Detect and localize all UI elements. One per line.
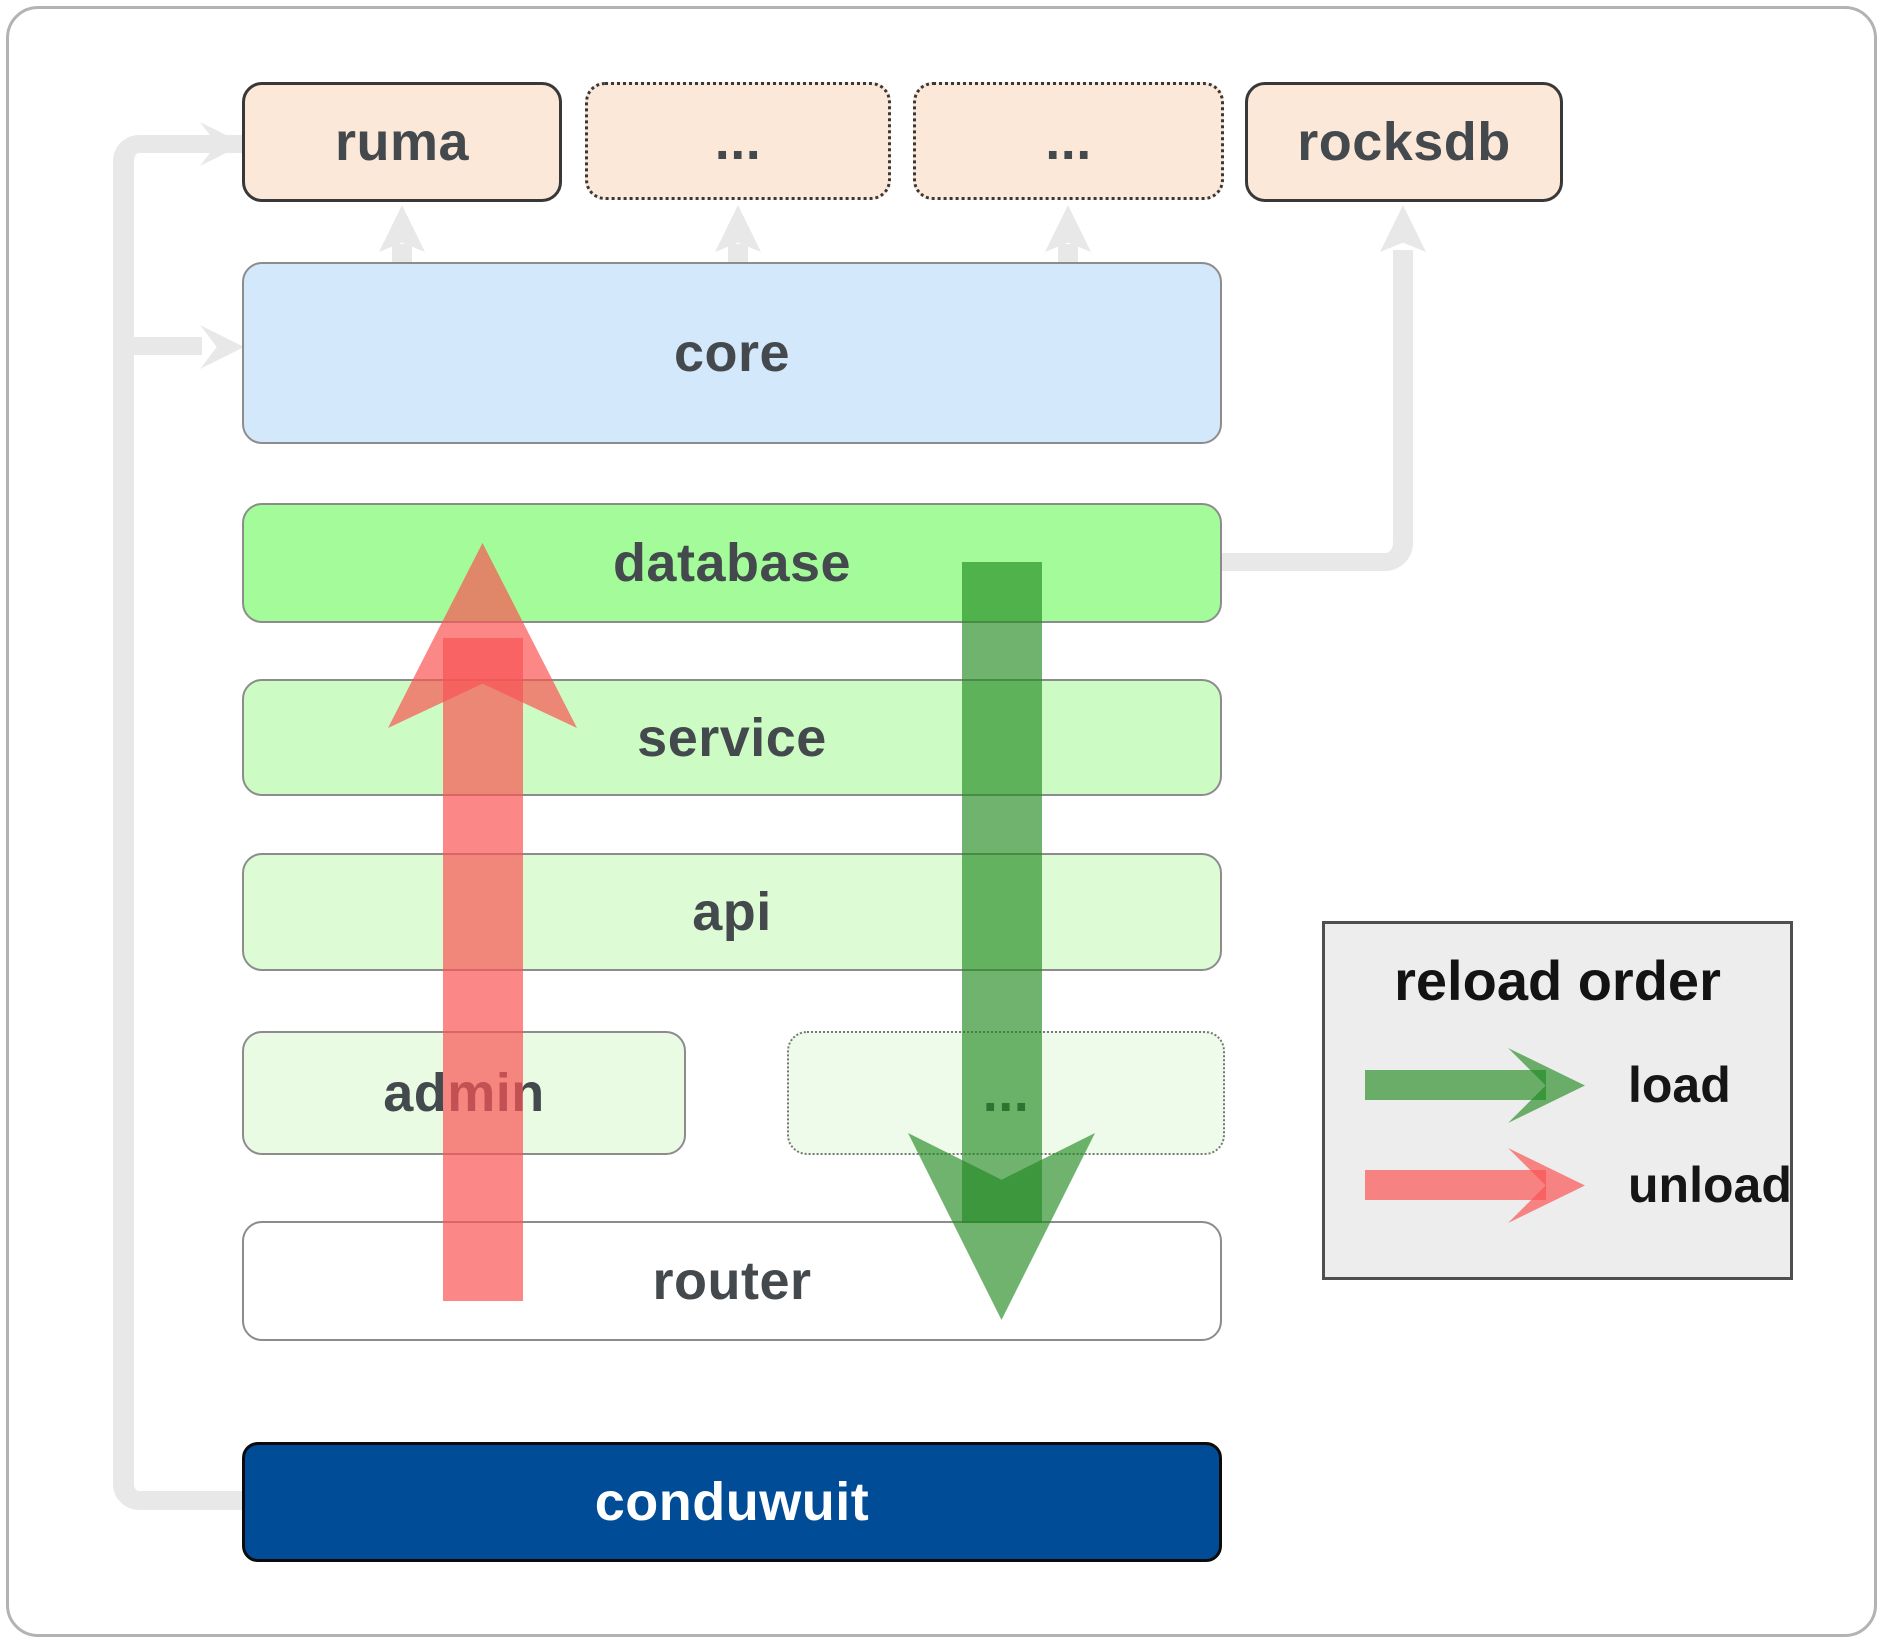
box-ellipsis-top-2: ... [913,82,1224,200]
box-service: service [242,679,1222,796]
load-arrow-shaft [962,562,1042,1223]
core-to-ellipsis1-arrow-shaft [728,244,748,264]
database-to-rocksdb-connector [1222,250,1413,571]
box-ellipsis-top-1: ... [585,82,891,200]
core-to-ellipsis2-arrow-shaft [1058,244,1078,264]
core-to-ruma-arrow-shaft [392,244,412,264]
box-rocksdb-label: rocksdb [1297,112,1511,172]
page-border [6,6,1877,1637]
box-database-label: database [612,533,852,593]
box-ruma-label: ruma [334,112,470,172]
box-router-label: router [652,1251,812,1311]
box-database: database [242,503,1222,623]
legend-load-arrow-shaft [1365,1070,1546,1100]
unload-arrow-shaft [443,638,523,1301]
legend: reload order load unload [1322,921,1793,1280]
box-ruma: ruma [242,82,562,202]
box-service-label: service [637,707,827,768]
legend-title: reload order [1394,949,1721,1012]
box-conduwuit-label: conduwuit [594,1472,870,1532]
box-core: core [242,262,1222,444]
box-router: router [242,1221,1222,1341]
box-api: api [242,853,1222,971]
connector-stub-core [134,337,202,355]
box-core-label: core [673,323,791,383]
legend-load-label: load [1628,1057,1731,1113]
box-api-label: api [692,882,772,942]
box-rocksdb: rocksdb [1245,82,1563,202]
box-conduwuit: conduwuit [242,1442,1222,1562]
box-ellipsis-top-2-label: ... [1045,111,1092,171]
arrowhead-into-rocksdb-icon [1380,205,1426,252]
box-ellipsis-top-1-label: ... [714,111,762,171]
legend-unload-arrow-shaft [1365,1170,1546,1200]
legend-unload-label: unload [1628,1157,1792,1213]
conduwuit-to-top-connector [113,135,243,1510]
